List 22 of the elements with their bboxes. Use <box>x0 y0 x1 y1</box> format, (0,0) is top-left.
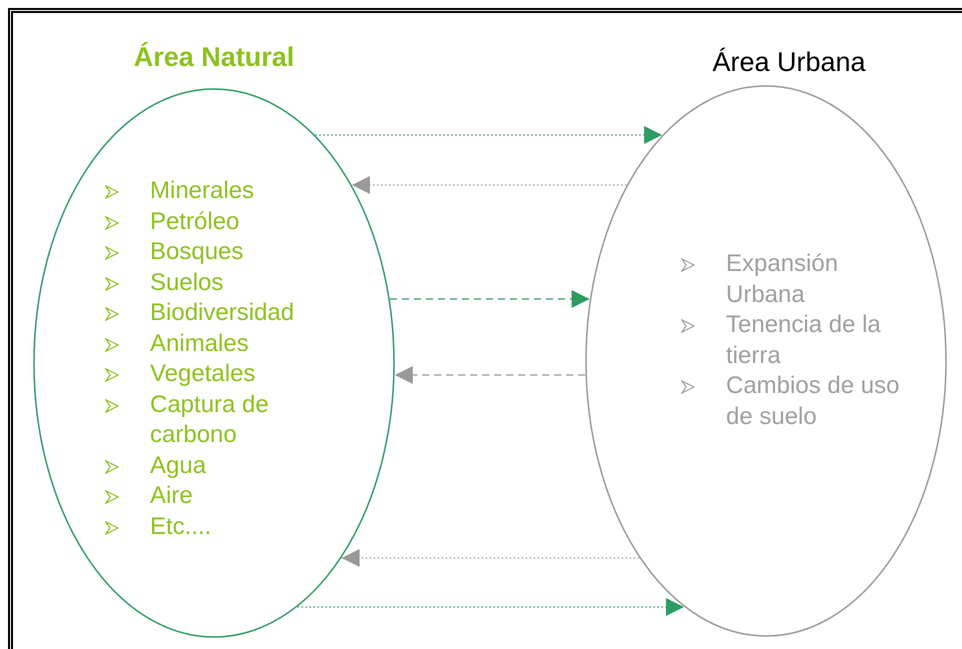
list-item: Aire <box>150 481 194 511</box>
arrow <box>394 366 586 384</box>
arrow <box>352 176 627 194</box>
area-heading: Área Natural <box>134 41 294 74</box>
arrow <box>297 598 684 616</box>
arrow <box>342 549 640 567</box>
list-item: Cambios de uso de suelo <box>726 371 900 432</box>
list-item: Bosques <box>150 237 244 267</box>
list-item: Minerales <box>150 176 256 206</box>
arrow <box>390 290 590 308</box>
list-item: Animales <box>150 328 250 358</box>
list-item: Tenencia de la tierra <box>726 310 882 370</box>
arrow <box>315 126 662 144</box>
area-heading: Área Urbana <box>712 46 866 79</box>
list-item: Biodiversidad <box>150 298 296 328</box>
list-item: Captura de carbono <box>150 390 270 450</box>
list-item: Suelos <box>150 268 224 298</box>
list-item: Vegetales <box>150 359 256 389</box>
list-item: Expansión Urbana <box>726 249 840 310</box>
list-item: Agua <box>150 450 208 480</box>
list-item: Etc.... <box>150 512 212 542</box>
list-item: Petróleo <box>150 206 240 236</box>
